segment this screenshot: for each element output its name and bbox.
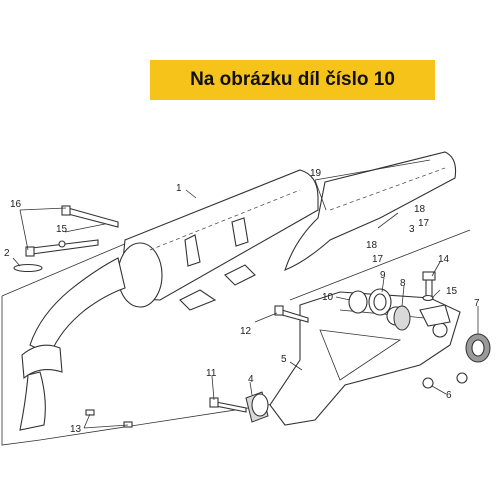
callout-15-left: 15 bbox=[56, 224, 68, 235]
callout-6: 6 bbox=[446, 390, 452, 401]
callout-12: 12 bbox=[240, 326, 252, 337]
callout-17-upper: 17 bbox=[418, 218, 430, 229]
callout-3: 3 bbox=[409, 224, 415, 235]
callout-18-upper: 18 bbox=[414, 204, 426, 215]
callout-labels: 1 2 3 4 5 6 7 8 9 10 11 12 13 14 15 15 1… bbox=[4, 168, 480, 435]
callout-14: 14 bbox=[438, 254, 450, 265]
banner-text: Na obrázku díl číslo 10 bbox=[190, 69, 395, 90]
callout-18-lower: 18 bbox=[366, 240, 378, 251]
callout-17-lower: 17 bbox=[372, 254, 384, 265]
rubber-mount bbox=[465, 333, 491, 363]
callout-5: 5 bbox=[281, 354, 287, 365]
callout-11: 11 bbox=[206, 368, 217, 379]
callout-1: 1 bbox=[176, 183, 182, 194]
callout-19: 19 bbox=[310, 168, 322, 179]
part-number-banner: Na obrázku díl číslo 10 bbox=[150, 60, 435, 100]
callout-16: 16 bbox=[10, 199, 22, 210]
swing-arm-bracket bbox=[269, 291, 461, 426]
heat-shield bbox=[284, 151, 457, 271]
muffler bbox=[117, 169, 319, 311]
callout-2: 2 bbox=[4, 248, 10, 259]
callout-15-right: 15 bbox=[446, 286, 458, 297]
washers bbox=[348, 288, 411, 331]
callout-7: 7 bbox=[474, 298, 480, 309]
callout-9: 9 bbox=[380, 270, 386, 281]
leader-lines bbox=[12, 159, 479, 429]
bolts bbox=[13, 205, 468, 428]
bushing bbox=[245, 391, 269, 423]
callout-13: 13 bbox=[70, 424, 82, 435]
callout-10: 10 bbox=[322, 292, 334, 303]
callout-8: 8 bbox=[400, 278, 406, 289]
exhaust-pipe bbox=[19, 257, 126, 431]
callout-4: 4 bbox=[248, 374, 254, 385]
